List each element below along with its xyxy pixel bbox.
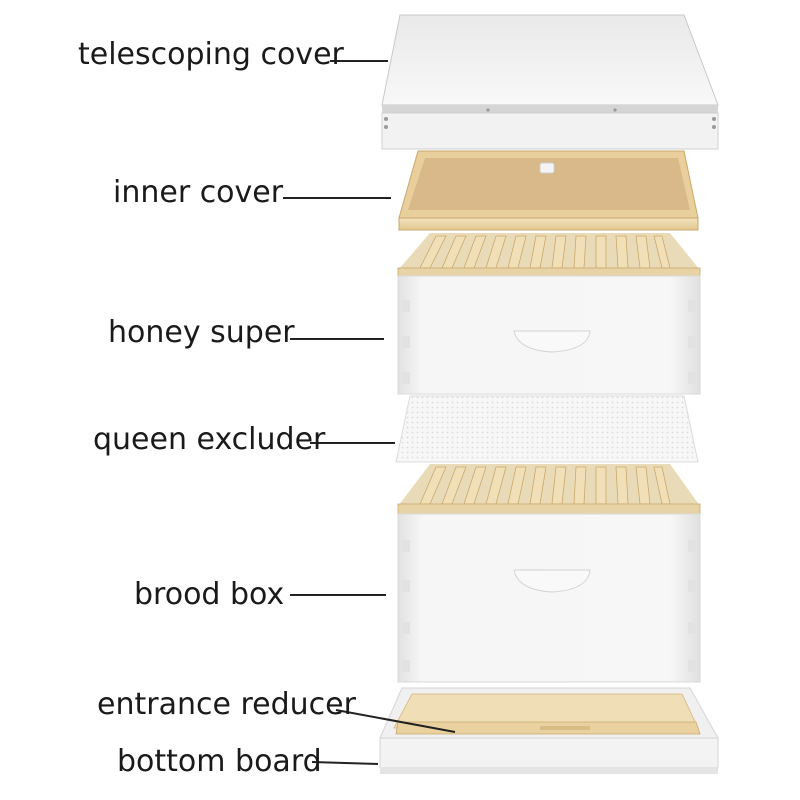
entrance-reducer	[396, 722, 700, 734]
leader-bottom-board	[312, 762, 378, 764]
inner-cover	[399, 151, 698, 230]
label-entrance-reducer: entrance reducer	[97, 690, 356, 720]
queen-excluder	[396, 396, 698, 462]
label-bottom-board: bottom board	[117, 747, 322, 777]
label-inner-cover: inner cover	[113, 178, 283, 208]
telescoping-cover	[382, 15, 718, 149]
honey-super	[398, 233, 700, 394]
label-honey-super: honey super	[108, 318, 295, 348]
brood-box	[398, 464, 700, 682]
label-brood-box: brood box	[134, 580, 284, 610]
label-queen-excluder: queen excluder	[93, 425, 325, 455]
label-telescoping-cover: telescoping cover	[78, 40, 344, 70]
